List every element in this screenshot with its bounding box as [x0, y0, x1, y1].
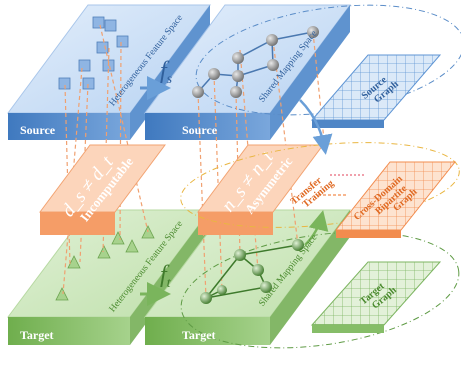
source-mapping-arrow: fs	[140, 58, 173, 100]
source-graph	[192, 26, 319, 98]
source-graph-ellipse	[195, 4, 461, 116]
target-graph	[200, 239, 304, 304]
target-mapping-arrow: ft	[140, 262, 172, 306]
source-left-label: Source	[20, 123, 56, 137]
source-fn: fs	[160, 58, 173, 87]
source-right-label: Source	[182, 123, 218, 137]
target-graph-matrix: Target Graph	[310, 261, 442, 333]
target-left-label: Target	[20, 328, 54, 342]
target-fn: ft	[160, 262, 172, 291]
source-graph-matrix: Source Graph	[310, 54, 442, 128]
bipartite-graph-matrix: Cross-Domain Bipartite Graph	[334, 161, 457, 238]
target-right-label: Target	[182, 328, 216, 342]
target-mapping-slab	[144, 209, 351, 345]
source-mapping-slab	[144, 4, 351, 140]
